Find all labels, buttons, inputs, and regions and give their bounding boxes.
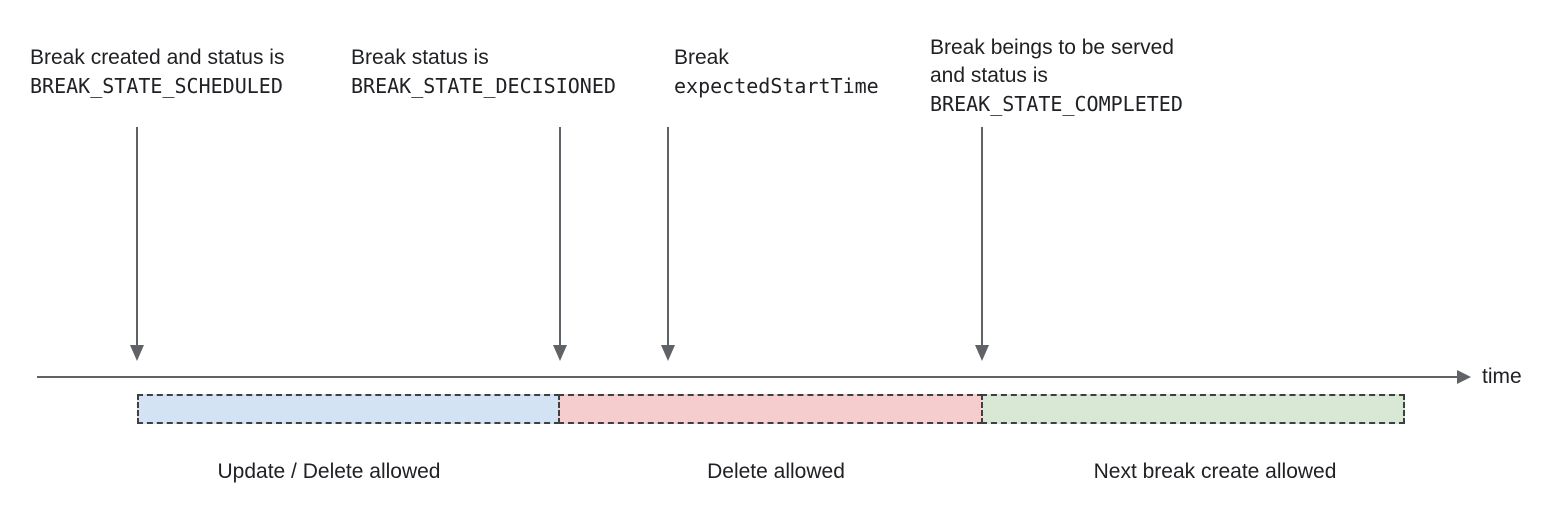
down-arrow-decisioned xyxy=(553,127,567,361)
arrow-shaft xyxy=(667,127,669,346)
segment-label-next-break: Next break create allowed xyxy=(1093,460,1337,483)
down-arrowhead-icon xyxy=(553,345,567,361)
break-state-decisioned-code: BREAK_STATE_DECISIONED xyxy=(351,74,616,98)
down-arrowhead-icon xyxy=(130,345,144,361)
down-arrow-expected-start xyxy=(661,127,675,361)
right-arrowhead-icon xyxy=(1457,370,1471,384)
annotation-expected-start-time: Break expectedStartTime xyxy=(674,44,879,100)
break-state-scheduled-code: BREAK_STATE_SCHEDULED xyxy=(30,74,283,98)
down-arrowhead-icon xyxy=(661,345,675,361)
segment-label-delete: Delete allowed xyxy=(707,460,845,483)
segment-delete-allowed xyxy=(558,394,983,424)
timeline-axis xyxy=(37,376,1458,378)
down-arrow-scheduled xyxy=(130,127,144,361)
break-state-completed-code: BREAK_STATE_COMPLETED xyxy=(930,92,1183,116)
expected-start-time-code: expectedStartTime xyxy=(674,74,879,98)
segment-update-delete-allowed xyxy=(137,394,560,424)
time-axis-label: time xyxy=(1482,365,1522,388)
annotation-text: Break status is xyxy=(351,46,489,69)
annotation-text: and status is xyxy=(930,64,1048,87)
arrow-shaft xyxy=(981,127,983,346)
annotation-break-decisioned: Break status is BREAK_STATE_DECISIONED xyxy=(351,44,616,100)
annotation-text: Break xyxy=(674,46,729,69)
annotation-break-completed: Break beings to be served and status is … xyxy=(930,34,1183,118)
arrow-shaft xyxy=(136,127,138,346)
down-arrow-completed xyxy=(975,127,989,361)
segment-label-update-delete: Update / Delete allowed xyxy=(217,460,441,483)
annotation-text: Break created and status is xyxy=(30,46,285,69)
arrow-shaft xyxy=(559,127,561,346)
annotation-text: Break beings to be served xyxy=(930,36,1174,59)
annotation-break-scheduled: Break created and status is BREAK_STATE_… xyxy=(30,44,284,100)
segment-next-break-create-allowed xyxy=(981,394,1405,424)
down-arrowhead-icon xyxy=(975,345,989,361)
